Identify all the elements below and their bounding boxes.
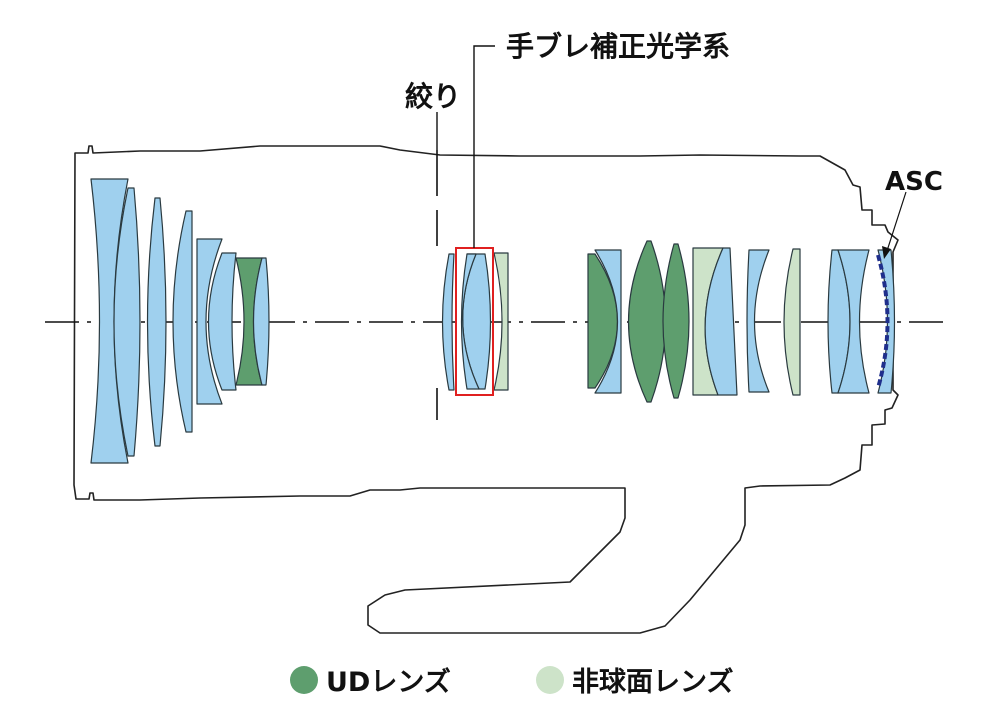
lens-element-9 [441,253,455,391]
lens-element-12-aspherical [493,252,509,391]
lens-element-8 [252,257,270,386]
asc-arrowhead [882,246,891,259]
is-lens-group [441,247,509,396]
asc-coating-line [876,254,890,389]
rear-lens-group [587,240,896,403]
is-callout-line [473,45,495,248]
lens-element-11 [460,253,480,390]
lens-element-5 [196,238,223,405]
lens-element-16-ud [662,243,690,399]
asc-callout-line [885,191,907,255]
lens-element-22 [837,249,870,394]
lens-element-19 [746,249,770,393]
aperture-label: 絞り [405,80,461,113]
front-lens-group [90,178,270,464]
lens-element-3 [146,197,167,447]
legend-ud: UDレンズ [290,660,451,699]
ud-lens-swatch-icon [290,665,318,694]
lens-barrel-outline [73,145,899,634]
lens-element-15-ud [627,240,667,403]
legend-ud-label: UDレンズ [326,667,451,698]
lens-element-18 [704,247,738,396]
asc-label: ASC [885,167,943,197]
aspherical-lens-swatch-icon [536,665,564,694]
lens-element-6 [207,252,237,391]
legend-aspherical-label: 非球面レンズ [572,667,734,698]
lens-element-14 [594,249,622,394]
legend-aspherical: 非球面レンズ [536,660,733,699]
is-group-label: 手ブレ補正光学系 [506,30,730,63]
lens-element-20-aspherical [783,248,801,396]
lens-element-4 [172,210,193,433]
lens-element-2 [113,187,141,457]
